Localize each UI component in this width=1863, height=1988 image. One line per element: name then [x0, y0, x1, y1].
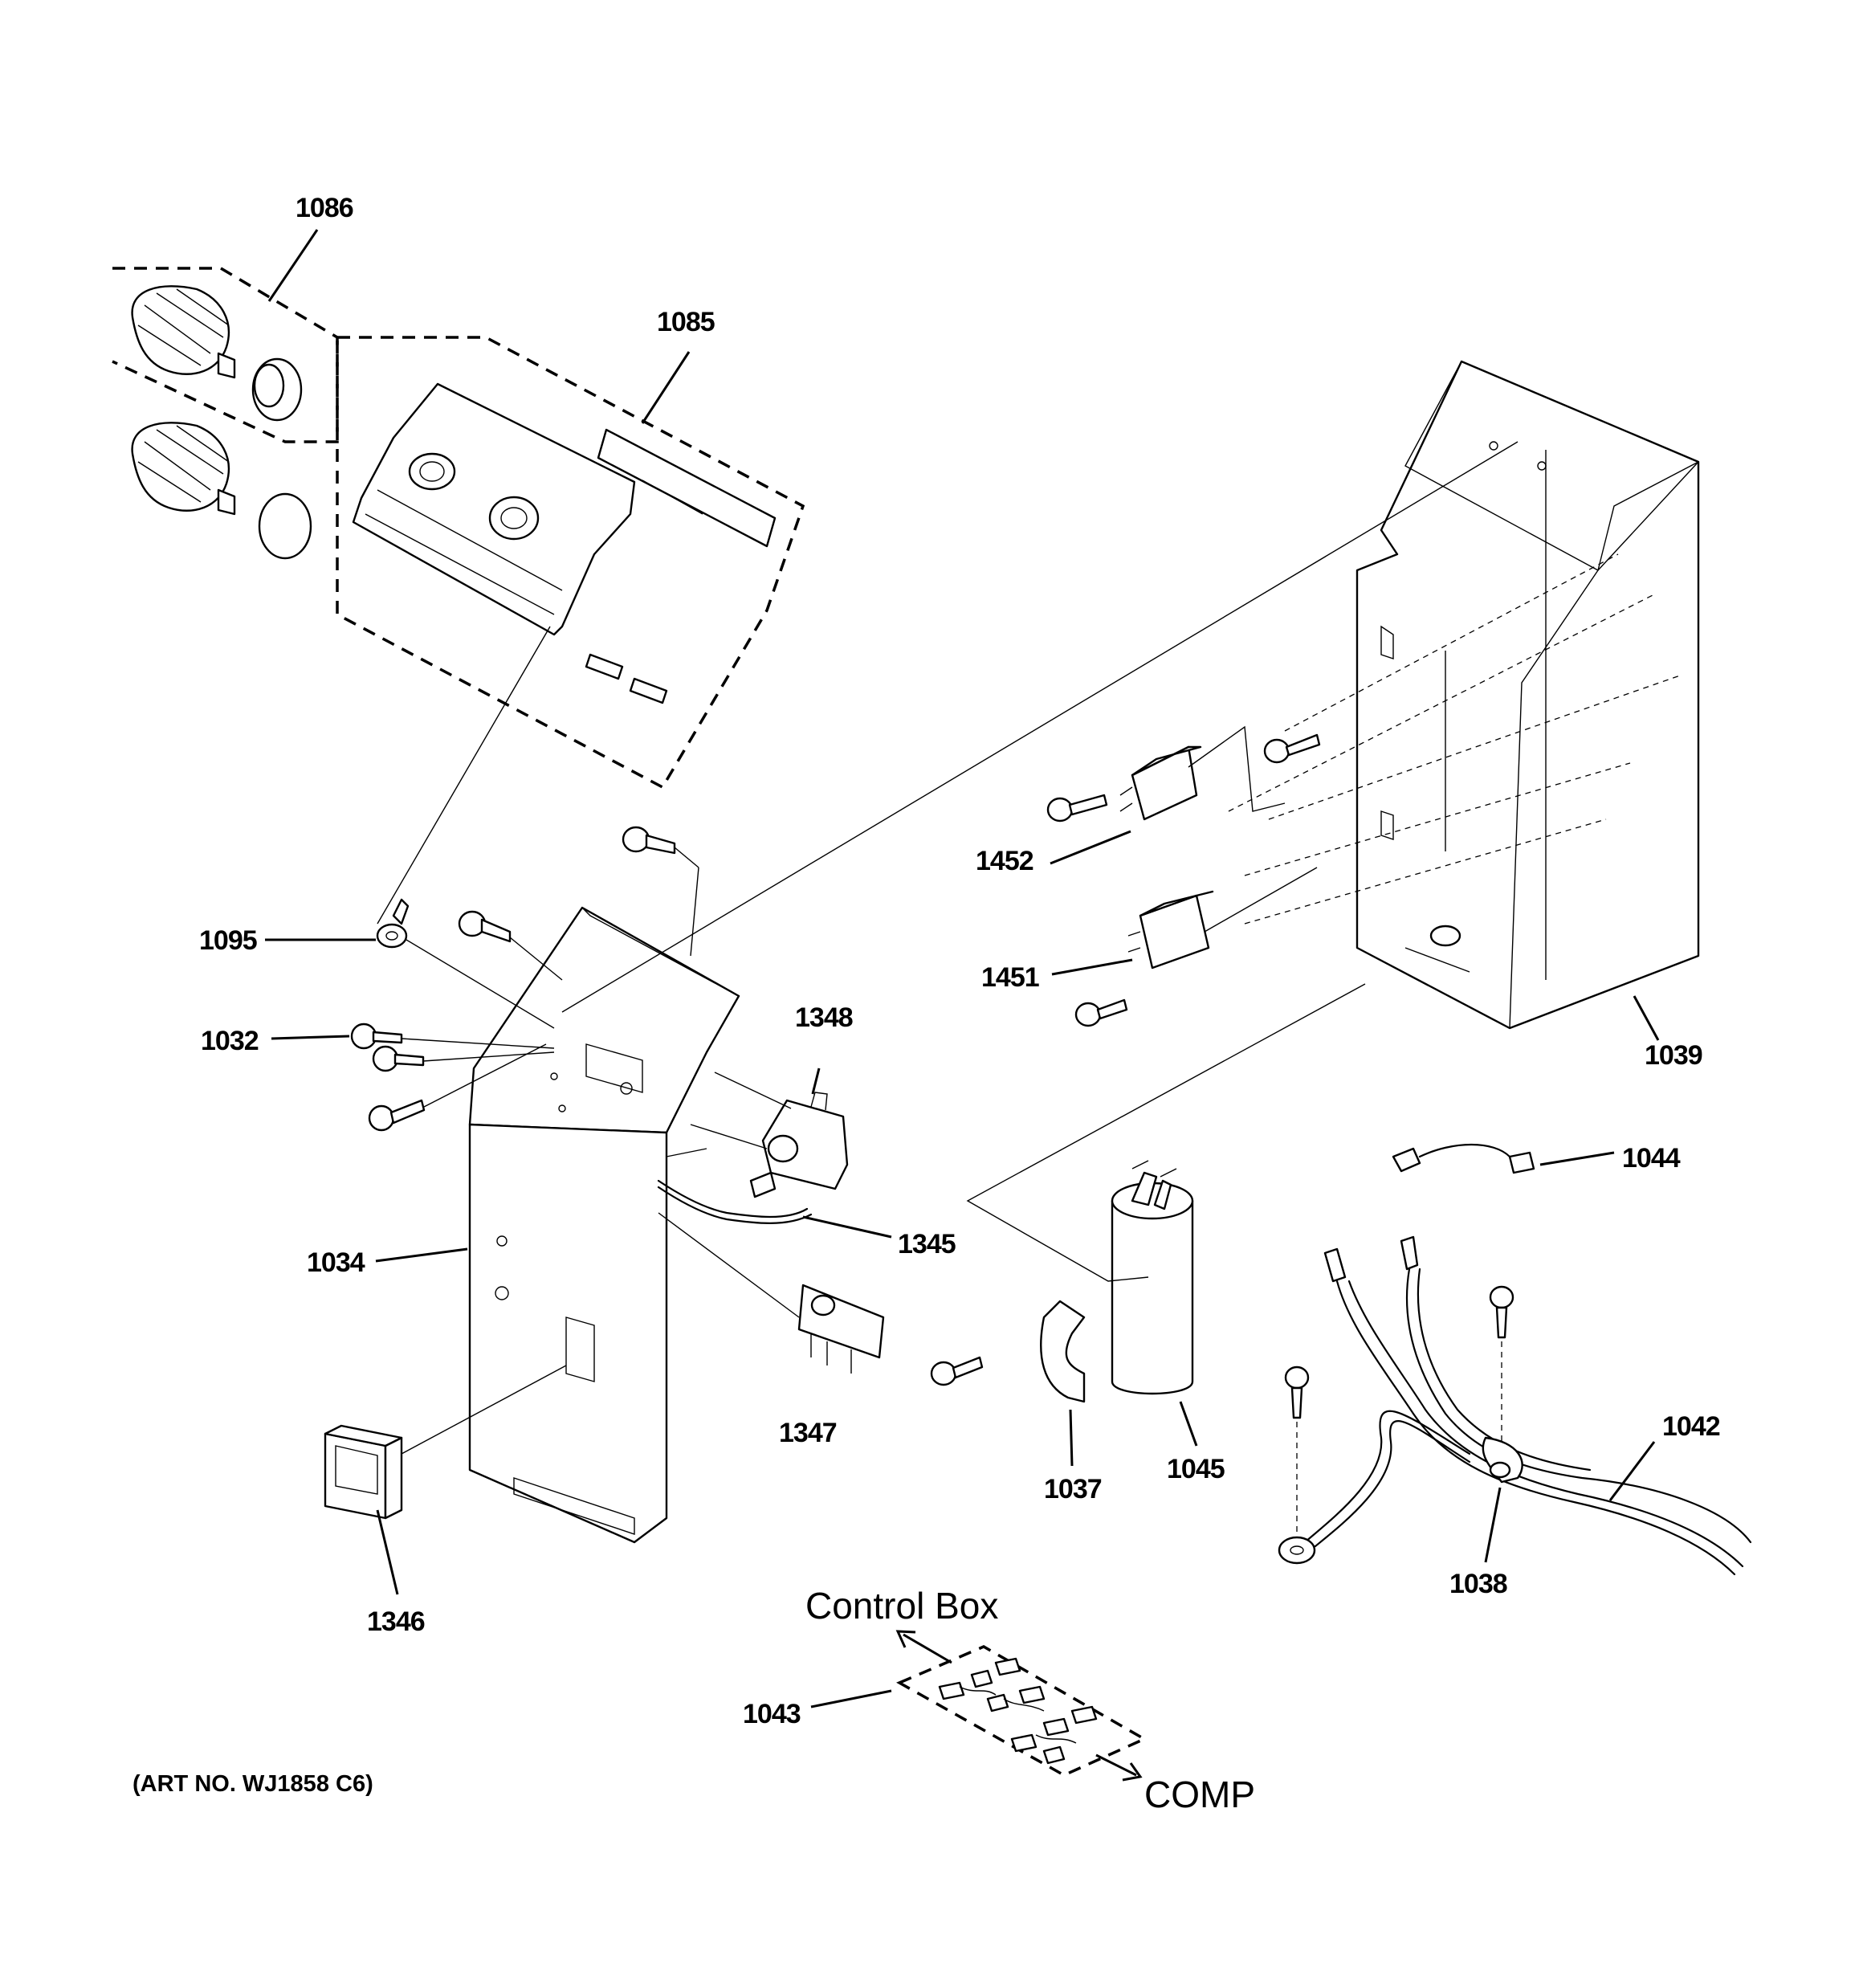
- control-panel-group-1085: [336, 336, 805, 925]
- screw-1032b: [372, 1045, 425, 1072]
- knob-group-1086: [112, 229, 339, 560]
- screw-harness-a: [1489, 1285, 1514, 1339]
- screw-lower: [368, 1099, 426, 1132]
- comp-label: COMP: [1144, 1774, 1255, 1815]
- screw-top: [622, 826, 676, 855]
- knob-upper: [131, 285, 303, 422]
- bracket-1037: [930, 983, 1366, 1467]
- leader-1032: [271, 1035, 350, 1040]
- grommet-1095: [265, 898, 555, 1029]
- clamp-1038: [1284, 1285, 1523, 1563]
- callout-1452: 1452: [976, 846, 1033, 876]
- callout-1095: 1095: [199, 925, 257, 956]
- art-number: (ART NO. WJ1858 C6): [132, 1771, 373, 1797]
- callout-1451: 1451: [981, 962, 1039, 993]
- callout-1043: 1043: [743, 1699, 801, 1729]
- harness-1042: [1278, 1235, 1752, 1576]
- screw-1452b: [1263, 733, 1321, 764]
- capacitor-1045: [1111, 1160, 1198, 1447]
- wire-1095-sleeve: [561, 441, 1519, 1013]
- callout-1034: 1034: [307, 1247, 365, 1278]
- screw-mid: [458, 910, 512, 943]
- callout-1038: 1038: [1449, 1569, 1507, 1599]
- control-box-label: Control Box: [805, 1585, 998, 1627]
- screws-control-box: [350, 826, 699, 1132]
- screw-1451: [1074, 998, 1128, 1027]
- screw-1032a: [350, 1023, 403, 1050]
- callout-1348: 1348: [795, 1002, 853, 1033]
- callout-labels: 1086 1085 1095 1032 1348 1452 1451 1039 …: [132, 193, 1721, 1815]
- screw-1452: [1046, 794, 1108, 823]
- callout-1346: 1346: [367, 1606, 425, 1637]
- control-box-1034: [375, 906, 740, 1544]
- callout-1039: 1039: [1645, 1040, 1702, 1071]
- relay-1452: [1046, 725, 1321, 865]
- callout-1086: 1086: [296, 193, 353, 223]
- relay-1451: [1051, 867, 1318, 1027]
- callout-1345: 1345: [898, 1229, 956, 1259]
- screw-1037: [930, 1356, 984, 1386]
- sleeve-1039: [1228, 360, 1700, 1041]
- callout-1037: 1037: [1044, 1474, 1102, 1504]
- knob-lower: [131, 422, 312, 560]
- callout-1044: 1044: [1622, 1143, 1681, 1174]
- callout-1085: 1085: [657, 307, 715, 337]
- callout-1045: 1045: [1167, 1454, 1225, 1484]
- rocker-switch-1346: [324, 1365, 567, 1595]
- callout-1032: 1032: [201, 1026, 259, 1056]
- jumper-wire-1044: [1392, 1143, 1615, 1174]
- terminals: [938, 1657, 1098, 1765]
- selector-switch-1347: [658, 1148, 885, 1374]
- screw-harness-b: [1284, 1365, 1310, 1419]
- capillary-1345: [657, 1179, 892, 1239]
- callout-1042: 1042: [1662, 1411, 1720, 1442]
- terminal-group-1043: [810, 1630, 1148, 1782]
- thermostat-1348: [690, 1067, 849, 1198]
- callout-1347: 1347: [779, 1418, 837, 1448]
